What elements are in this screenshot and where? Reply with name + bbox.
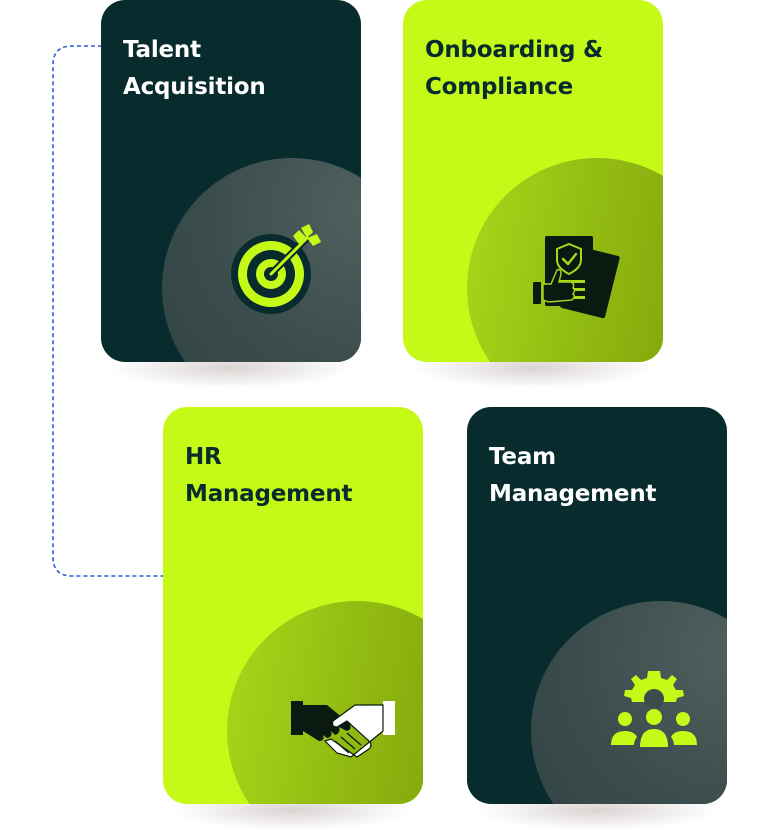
card-title-line: Onboarding &	[425, 37, 603, 63]
card-title-line: Management	[185, 481, 353, 507]
team-gear-icon	[607, 669, 701, 755]
target-icon	[227, 224, 327, 324]
card-title-line: HR	[185, 444, 222, 470]
card-title-line: Talent	[123, 37, 201, 63]
card-title: Talent Acquisition	[123, 32, 266, 106]
card-hr-management[interactable]: HR Management	[163, 407, 423, 804]
document-thumbs-up-icon	[531, 234, 627, 326]
card-title-line: Compliance	[425, 74, 574, 100]
card-talent-acquisition[interactable]: Talent Acquisition	[101, 0, 361, 362]
card-title: Team Management	[489, 439, 657, 513]
handshake-icon	[291, 697, 397, 759]
card-title-line: Team	[489, 444, 556, 470]
card-team-management[interactable]: Team Management	[467, 407, 727, 804]
card-title: Onboarding & Compliance	[425, 32, 603, 106]
card-onboarding-compliance[interactable]: Onboarding & Compliance	[403, 0, 663, 362]
card-title-line: Acquisition	[123, 74, 266, 100]
card-title-line: Management	[489, 481, 657, 507]
card-title: HR Management	[185, 439, 353, 513]
